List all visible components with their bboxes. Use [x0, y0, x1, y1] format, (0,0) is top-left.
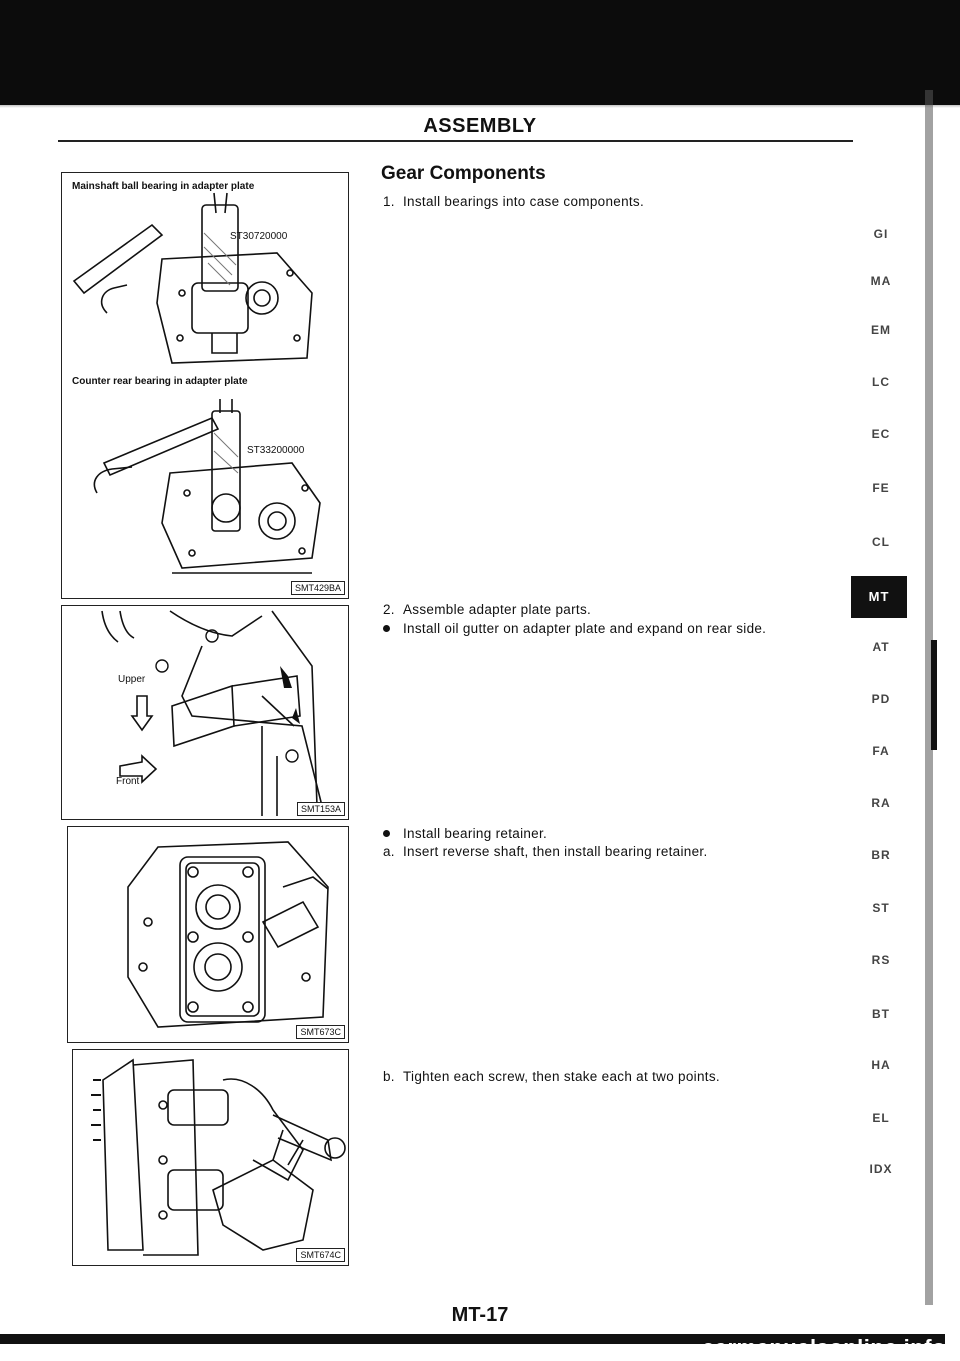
header-rule	[58, 140, 853, 142]
side-tab-ra[interactable]: RA	[871, 796, 891, 810]
side-tab-br[interactable]: BR	[871, 848, 891, 862]
page-edge-tab-marker	[931, 640, 937, 750]
step-text: Install bearings into case components.	[403, 194, 645, 209]
side-tab-fe[interactable]: FE	[872, 481, 890, 495]
figure-caption-mainshaft: Mainshaft ball bearing in adapter plate	[72, 181, 255, 192]
staking-screws-illustration	[91, 1058, 346, 1256]
figure-code: SMT429BA	[290, 581, 345, 595]
figure-staking-screws: SMT674C	[72, 1049, 349, 1266]
step-1: 1. Install bearings into case components.	[383, 194, 644, 209]
figure-code: SMT153A	[296, 802, 345, 816]
side-tab-ha[interactable]: HA	[871, 1058, 891, 1072]
step-text: Assemble adapter plate parts.	[403, 602, 592, 617]
step-b: b. Tighten each screw, then stake each at…	[383, 1069, 720, 1084]
step-marker: 1.	[383, 194, 395, 209]
figure-bearing-retainer: SMT673C	[67, 826, 349, 1043]
page-edge-shadow	[925, 90, 933, 1305]
direction-label-upper: Upper	[118, 674, 146, 685]
tool-number-label: ST33200000	[247, 445, 305, 456]
side-tab-fa[interactable]: FA	[872, 744, 890, 758]
bullet-icon	[383, 624, 390, 632]
side-tab-rs[interactable]: RS	[871, 953, 891, 967]
figure-oil-gutter: Upper Front SMT153A	[61, 605, 349, 820]
direction-label-front: Front	[116, 776, 140, 787]
side-tab-el[interactable]: EL	[872, 1111, 890, 1125]
step-marker: 2.	[383, 602, 395, 617]
step-marker: a.	[383, 844, 395, 859]
section-title: Gear Components	[381, 163, 546, 184]
side-tab-em[interactable]: EM	[871, 323, 891, 337]
figure-bearing-install: Mainshaft ball bearing in adapter plate …	[61, 172, 349, 599]
side-tab-st[interactable]: ST	[872, 901, 890, 915]
side-tab-gi[interactable]: GI	[873, 227, 889, 241]
bearing-retainer-illustration	[127, 841, 329, 1028]
bullet-icon	[383, 829, 390, 837]
side-tab-cl[interactable]: CL	[872, 535, 890, 549]
oil-gutter-illustration	[101, 610, 323, 816]
figure-code: SMT674C	[296, 1248, 345, 1262]
top-dark-band	[0, 0, 960, 105]
watermark-text: carmanualsonline.info	[702, 1335, 946, 1360]
step-text: Insert reverse shaft, then install beari…	[403, 844, 708, 859]
bullet-bearing-retainer: Install bearing retainer.	[383, 826, 547, 841]
bullet-oil-gutter: Install oil gutter on adapter plate and …	[383, 621, 766, 636]
page-number: MT-17	[451, 1304, 509, 1326]
step-text: Tighten each screw, then stake each at t…	[403, 1069, 720, 1084]
side-tab-ma[interactable]: MA	[870, 274, 892, 288]
side-tab-pd[interactable]: PD	[871, 692, 891, 706]
side-tab-at[interactable]: AT	[872, 640, 890, 654]
footer-dark-bar	[0, 1334, 945, 1344]
side-tab-bt[interactable]: BT	[872, 1007, 890, 1021]
side-tab-idx[interactable]: IDX	[869, 1162, 893, 1176]
step-2: 2. Assemble adapter plate parts.	[383, 602, 591, 617]
step-a: a. Insert reverse shaft, then install bea…	[383, 844, 708, 859]
page-header-title: ASSEMBLY	[423, 115, 537, 137]
side-tab-ec[interactable]: EC	[871, 427, 891, 441]
step-text: Install bearing retainer.	[403, 826, 548, 841]
step-marker: b.	[383, 1069, 395, 1084]
side-tab-lc[interactable]: LC	[872, 375, 890, 389]
step-text: Install oil gutter on adapter plate and …	[403, 621, 767, 636]
top-band-fade	[0, 88, 960, 108]
tool-number-label: ST30720000	[230, 231, 288, 242]
side-tab-mt-active[interactable]: MT	[851, 576, 907, 618]
figure-code: SMT673C	[296, 1025, 345, 1039]
bearing-install-illustration	[72, 192, 321, 574]
figure-caption-counter: Counter rear bearing in adapter plate	[72, 376, 248, 387]
